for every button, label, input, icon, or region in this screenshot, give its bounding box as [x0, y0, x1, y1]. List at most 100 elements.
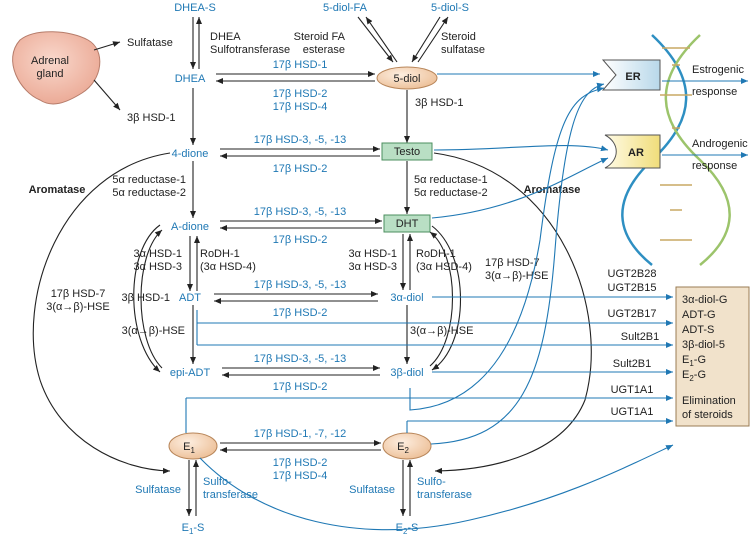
enzyme-rodh-left-1: RoDH-1: [200, 248, 240, 260]
enzyme-3ahsd-left-1: 3α HSD-1: [133, 248, 182, 260]
elim-item-e2-g: E2-G: [682, 369, 706, 383]
aromatase-left-curve: [32, 152, 171, 474]
elim-item-3adiol-g: 3α-diol-G: [682, 294, 727, 306]
adrenal-to-sulfatase-arrow: [93, 41, 121, 51]
estrogenic-response-2: response: [692, 86, 737, 98]
enzyme-sulfo-e2-2: transferase: [417, 489, 472, 501]
adrenal-label-2: gland: [37, 68, 64, 80]
enzyme-r6-bottom-1: 17β HSD-2: [273, 457, 328, 469]
conj-ugt2b17: UGT2B17: [608, 308, 657, 320]
elim-item-3bdiol-5: 3β-diol-5: [682, 339, 725, 351]
receptor-er: ER: [625, 71, 640, 83]
enzyme-sulfatase-e1: Sulfatase: [135, 484, 181, 496]
e1-curve-to-elim: [199, 444, 674, 531]
conj-ugt1a1-a: UGT1A1: [611, 384, 654, 396]
elim-item-e1-g: E1-G: [682, 354, 706, 368]
enzyme-r2-bottom: 17β HSD-2: [273, 163, 328, 175]
testo-to-ar-line: [433, 145, 609, 152]
enzyme-5ared-left-2: 5α reductase-2: [112, 187, 186, 199]
node-adt: ADT: [179, 292, 201, 304]
node-3b-diol: 3β-diol: [390, 367, 423, 379]
conj-ugt2b15: UGT2B15: [608, 282, 657, 294]
node-e1: E1: [183, 441, 195, 455]
enzyme-sulfatase-e2: Sulfatase: [349, 484, 395, 496]
enzyme-sulfo-e2-1: Sulfo-: [417, 476, 446, 488]
conj-ugt2b28: UGT2B28: [608, 268, 657, 280]
enzyme-5ared-left-1: 5α reductase-1: [112, 174, 186, 186]
enzyme-r6-bottom-2: 17β HSD-4: [273, 470, 328, 482]
node-dhea: DHEA: [175, 73, 206, 85]
node-dht: DHT: [396, 218, 419, 230]
loop-epiadt-adione-inner: [140, 229, 163, 369]
enzyme-aromatase-left: Aromatase: [29, 184, 86, 196]
node-testo-box: [381, 142, 433, 161]
node-e1-s: E1-S: [182, 522, 205, 536]
loop-dht-3bdiol-outer: [431, 225, 462, 371]
adrenal-gland-icon: [12, 31, 101, 105]
enzyme-3ahsd-left-2: 3α HSD-3: [133, 261, 182, 273]
enzyme-r4-top: 17β HSD-3, -5, -13: [254, 279, 347, 291]
arrow-diol-to-diolfa: [365, 16, 398, 63]
node-3a-diol: 3α-diol: [390, 292, 423, 304]
node-e1-bubble: [168, 432, 218, 460]
node-dht-box: [383, 214, 431, 233]
elimination-box: [675, 286, 750, 427]
enzyme-steroid-fa-2: esterase: [303, 44, 345, 56]
node-5-diol: 5-diol: [394, 73, 421, 85]
elim-item-adt-g: ADT-G: [682, 309, 716, 321]
enzyme-r5-bottom: 17β HSD-2: [273, 381, 328, 393]
enzyme-5ared-right-2: 5α reductase-2: [414, 187, 488, 199]
3bdiol-to-er-line: [409, 86, 605, 411]
conj-sult2b1-b: Sult2B1: [613, 358, 652, 370]
enzyme-steroid-fa-1: Steroid FA: [294, 31, 346, 43]
node-e2: E2: [397, 441, 409, 455]
enzyme-rodh-left-2: (3α HSD-4): [200, 261, 256, 273]
enzyme-sulfo-e1-2: transferase: [203, 489, 258, 501]
enzyme-17bhsd7-left-1: 17β HSD-7: [51, 288, 106, 300]
enzyme-aromatase-right: Aromatase: [524, 184, 581, 196]
enzyme-steroid-sulf-2: sulfatase: [441, 44, 485, 56]
enzyme-5ared-right-1: 5α reductase-1: [414, 174, 488, 186]
node-epi-adt: epi-ADT: [170, 367, 211, 379]
androgenic-response-2: response: [692, 160, 737, 172]
loop-adione-epiadt-outer: [133, 224, 161, 373]
enzyme-steroid-sulf-1: Steroid: [441, 31, 476, 43]
enzyme-3bhsd-left: 3β HSD-1: [127, 112, 176, 124]
enzyme-3ahsd-right-1: 3α HSD-1: [348, 248, 397, 260]
enzyme-r3-top: 17β HSD-3, -5, -13: [254, 206, 347, 218]
elim-title-1: Elimination: [682, 395, 736, 407]
loop-3bdiol-dht-inner: [429, 231, 453, 367]
arrow-diolfa-to-diol: [357, 16, 394, 63]
node-a-dione: A-dione: [171, 221, 209, 233]
elim-item-adt-s: ADT-S: [682, 324, 714, 336]
enzyme-sulfatase-top: Sulfatase: [127, 37, 173, 49]
enzyme-dhea-sulfo-1: DHEA: [210, 31, 241, 43]
dht-to-ar-line: [431, 157, 609, 219]
enzyme-hse-left: 3(α→β)-HSE: [122, 325, 185, 337]
enzyme-17bhsd7-right-2: 3(α→β)-HSE: [485, 270, 548, 282]
enzyme-17bhsd7-left-2: 3(α→β)-HSE: [46, 301, 109, 313]
conj-ugt1a1-b: UGT1A1: [611, 406, 654, 418]
ar-receptor-icon: [604, 134, 661, 169]
adrenal-label-1: Adrenal: [31, 55, 69, 67]
enzyme-rodh-right-2: (3α HSD-4): [416, 261, 472, 273]
enzyme-r1-top: 17β HSD-1: [273, 59, 328, 71]
node-dhea-s: DHEA-S: [174, 2, 216, 14]
enzyme-r2-top: 17β HSD-3, -5, -13: [254, 134, 347, 146]
androgenic-response-1: Androgenic: [692, 138, 748, 150]
elim-title-2: of steroids: [682, 409, 733, 421]
arrow-diol-to-diols: [417, 16, 449, 63]
arrow-diols-to-diol: [411, 16, 441, 63]
enzyme-hse-right: 3(α→β)-HSE: [410, 325, 473, 337]
enzyme-r3-bottom: 17β HSD-2: [273, 234, 328, 246]
node-e2-s: E2-S: [396, 522, 419, 536]
enzyme-r5-top: 17β HSD-3, -5, -13: [254, 353, 347, 365]
enzyme-3ahsd-right-2: 3α HSD-3: [348, 261, 397, 273]
enzyme-3bhsd-right: 3β HSD-1: [415, 97, 464, 109]
enzyme-17bhsd7-right-1: 17β HSD-7: [485, 257, 540, 269]
enzyme-sulfo-e1-1: Sulfo-: [203, 476, 232, 488]
node-5-diol-fa: 5-diol-FA: [323, 2, 368, 14]
node-5-diol-s: 5-diol-S: [431, 2, 469, 14]
e2-to-er-line: [430, 82, 605, 445]
